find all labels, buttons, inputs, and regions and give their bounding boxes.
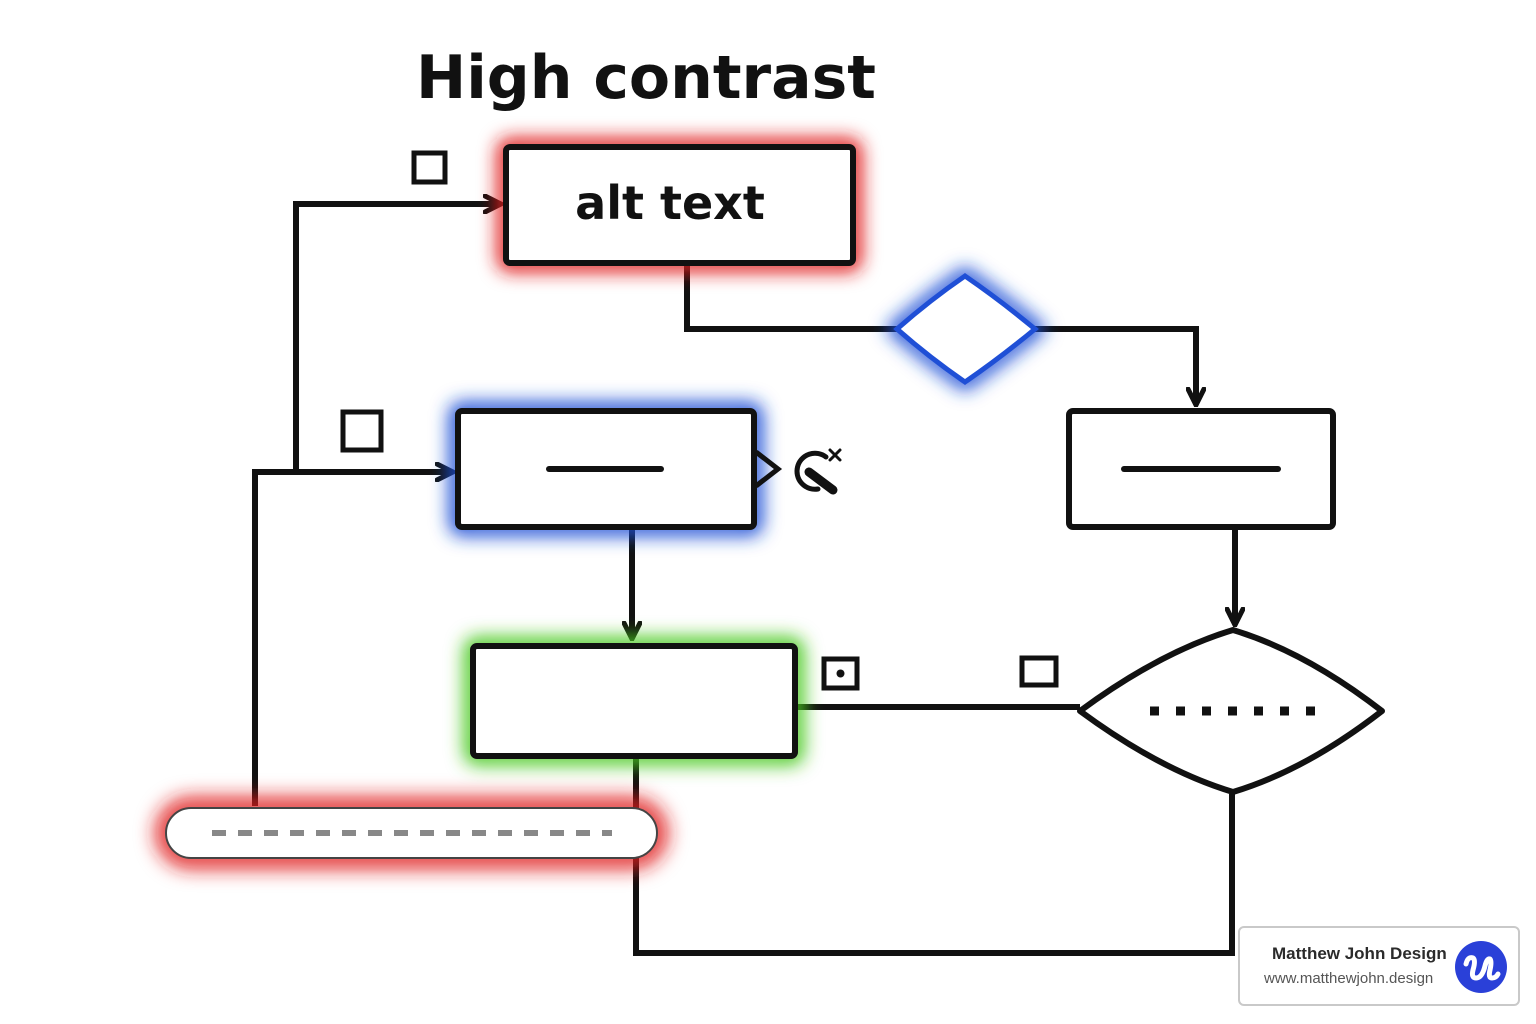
terminal-pill <box>156 798 667 868</box>
connector-diamond-to-right-box <box>1035 326 1196 404</box>
connectors <box>252 204 1235 956</box>
brand-card[interactable]: Matthew John Design www.matthewjohn.desi… <box>1238 926 1520 1006</box>
connector-loop-bottom <box>633 794 1235 956</box>
connector-pill-to-blue-box <box>252 472 452 806</box>
pointer-triangle-icon <box>754 450 783 488</box>
process-box-right <box>1066 408 1336 530</box>
diagram-title: High contrast <box>416 43 876 113</box>
connector-spine-to-top-box <box>293 204 500 470</box>
annotation-markers <box>340 150 1059 691</box>
square-icon <box>411 150 448 185</box>
alt-text-label: alt text <box>575 176 765 230</box>
connector-top-box-to-diamond <box>684 264 897 332</box>
square-icon <box>1019 655 1059 688</box>
decision-diamond-large <box>1077 627 1385 795</box>
alt-text-box: alt text <box>497 138 862 272</box>
brand-name: Matthew John Design <box>1272 944 1447 963</box>
process-box-blue <box>449 402 763 536</box>
process-box-green <box>464 637 804 765</box>
square-icon <box>340 409 384 453</box>
decision-diamond-small <box>884 266 1048 392</box>
brand-logo-icon <box>1455 941 1507 993</box>
eyedropper-icon <box>794 448 842 495</box>
dot-square-icon <box>821 656 860 691</box>
brand-url[interactable]: www.matthewjohn.design <box>1264 970 1434 987</box>
